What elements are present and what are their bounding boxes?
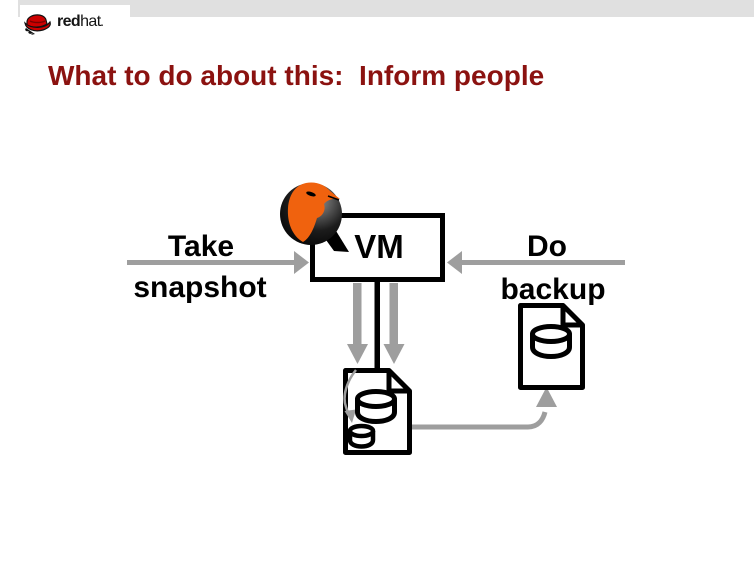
redhat-logo: redhat. xyxy=(20,5,130,38)
arrow-head-right-icon xyxy=(294,251,309,274)
disk-top xyxy=(530,324,572,344)
brand-red: red xyxy=(57,12,81,30)
take-snapshot-arrow: Take snapshot xyxy=(127,230,309,304)
internal-snapshot-arrow-head-icon xyxy=(344,409,356,423)
brand-hat: hat xyxy=(80,12,101,30)
down-arrow-shaft xyxy=(353,283,362,345)
redhat-shadowman-icon xyxy=(24,13,51,35)
arrow-head-left-icon xyxy=(447,251,462,274)
brand-trademark: . xyxy=(100,17,104,29)
connector-line xyxy=(412,411,548,430)
do-backup-label-line2: backup xyxy=(500,273,605,306)
do-backup-label-line1: Do xyxy=(527,230,567,263)
disk-icon xyxy=(355,389,397,424)
down-arrow-head-icon xyxy=(347,344,368,364)
vm-to-disk-arrows xyxy=(347,280,405,369)
disk-top xyxy=(347,423,376,439)
arrow-shaft xyxy=(459,260,625,265)
disk-link-line xyxy=(374,280,380,369)
bird-beak-line xyxy=(327,195,340,201)
backup-file-icon xyxy=(518,303,585,390)
hat-band xyxy=(29,19,46,23)
hat-shadow xyxy=(25,27,35,35)
down-arrow-head-icon xyxy=(383,344,405,364)
slide-title: What to do about this: Inform people xyxy=(48,60,545,91)
hat-brim xyxy=(24,20,51,31)
bird-eye xyxy=(306,191,316,197)
do-backup-arrow: Do backup xyxy=(447,230,625,306)
file-fold-corner xyxy=(560,305,583,328)
disk-icon xyxy=(530,324,572,359)
brand-wordmark: redhat. xyxy=(57,13,103,31)
header-band xyxy=(18,0,754,17)
snapshot-file-icon xyxy=(343,368,412,455)
take-snapshot-label-line1: Take xyxy=(168,230,234,263)
up-arrow-head-icon xyxy=(536,387,557,407)
disk-top xyxy=(355,389,397,409)
take-snapshot-label-line2: snapshot xyxy=(133,271,266,304)
down-arrow-shaft xyxy=(389,283,398,345)
small-disk-icon xyxy=(347,423,376,449)
arrow-shaft xyxy=(127,260,297,265)
qemu-logo-icon xyxy=(280,182,349,252)
qemu-bird xyxy=(287,182,340,242)
snapshot-to-backup-connector xyxy=(412,387,557,430)
vm-label: VM xyxy=(354,228,404,265)
